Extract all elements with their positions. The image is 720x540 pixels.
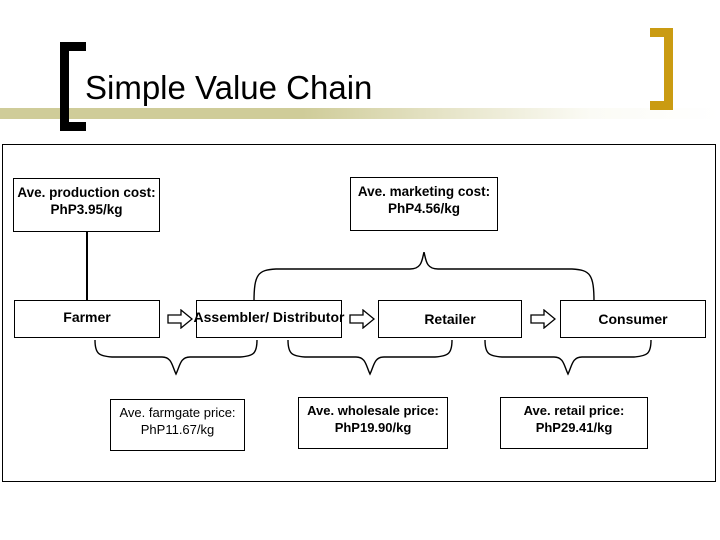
title-accent-band — [0, 108, 720, 119]
left-bracket-decoration — [60, 42, 86, 131]
brace-retail-span — [484, 340, 652, 376]
actor-label-assembler-distributor: Assembler/ Distributor — [193, 309, 345, 325]
production-cost-label: Ave. production cost: PhP3.95/kg — [17, 185, 156, 217]
brace-wholesale-span — [287, 340, 453, 376]
wholesale-price-label: Ave. wholesale price: PhP19.90/kg — [307, 403, 439, 435]
wholesale-price-box[interactable]: Ave. wholesale price: PhP19.90/kg — [298, 397, 448, 449]
marketing-cost-box[interactable]: Ave. marketing cost: PhP4.56/kg — [350, 177, 498, 231]
retail-price-label: Ave. retail price: PhP29.41/kg — [523, 403, 625, 435]
block-arrow-right-icon — [349, 309, 375, 329]
content-frame — [2, 144, 716, 482]
block-arrow-right-icon — [530, 309, 556, 329]
block-arrow-right-icon — [167, 309, 193, 329]
farmgate-price-label: Ave. farmgate price: PhP11.67/kg — [119, 405, 236, 437]
production-cost-box[interactable]: Ave. production cost: PhP3.95/kg — [13, 178, 160, 232]
connector-production-cost-to-farmer — [86, 223, 88, 300]
retail-price-box[interactable]: Ave. retail price: PhP29.41/kg — [500, 397, 648, 449]
actor-box-farmer[interactable]: Farmer — [14, 300, 160, 338]
actor-box-retailer[interactable]: Retailer — [378, 300, 522, 338]
actor-box-assembler-distributor[interactable]: Assembler/ Distributor — [194, 300, 344, 338]
brace-farmgate-span — [94, 340, 258, 376]
actor-label-farmer: Farmer — [63, 309, 111, 325]
brace-marketing-span — [253, 252, 595, 302]
page-title: Simple Value Chain — [85, 69, 373, 106]
marketing-cost-label: Ave. marketing cost: PhP4.56/kg — [357, 184, 491, 216]
right-bracket-decoration — [650, 28, 673, 110]
actor-box-consumer[interactable]: Consumer — [560, 300, 706, 338]
farmgate-price-box[interactable]: Ave. farmgate price: PhP11.67/kg — [110, 399, 245, 451]
actor-label-retailer: Retailer — [424, 311, 476, 327]
actor-label-consumer: Consumer — [598, 311, 668, 327]
